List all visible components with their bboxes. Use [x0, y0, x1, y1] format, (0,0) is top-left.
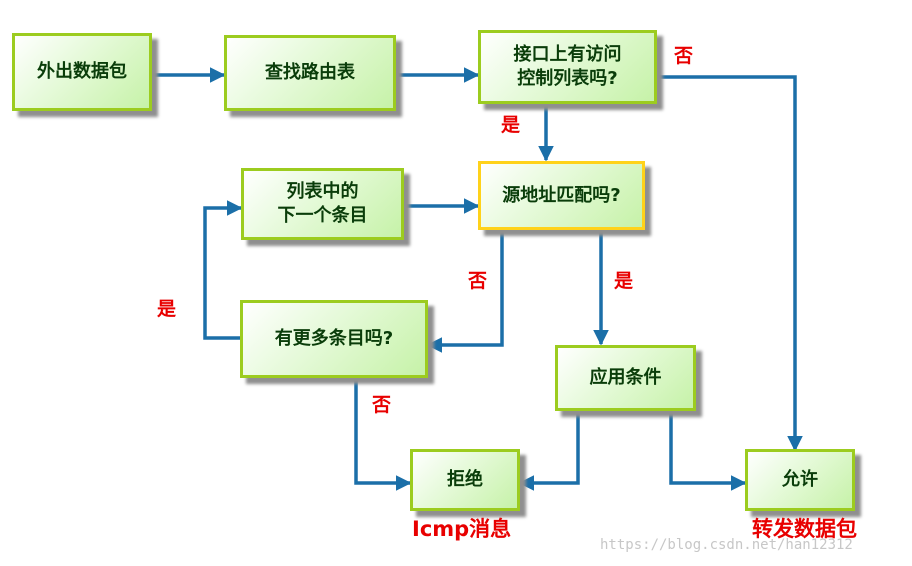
node-permit: 允许 [745, 449, 855, 511]
label-forward-packet: 转发数据包 [752, 517, 857, 541]
label-acl-yes: 是 [501, 114, 521, 136]
label-icmp-message: Icmp消息 [412, 517, 512, 541]
arrow-more-no-to-deny [354, 378, 412, 491]
node-src-match: 源地址匹配吗? [478, 161, 645, 230]
watermark: https://blog.csdn.net/han12312 [600, 537, 853, 553]
node-acl-check: 接口上有访问 控制列表吗? [478, 30, 657, 104]
node-next-entry: 列表中的 下一个条目 [241, 168, 404, 240]
node-more-entries: 有更多条目吗? [240, 300, 428, 378]
arrow-src-no-to-more [426, 230, 504, 353]
node-lookup-route: 查找路由表 [224, 35, 396, 111]
arrow-more-yes-to-next [203, 200, 243, 340]
node-outgoing-packet: 外出数据包 [12, 33, 152, 111]
label-more-no: 否 [372, 394, 392, 416]
node-apply-condition: 应用条件 [555, 345, 696, 411]
arrow-acl-no-to-permit [657, 75, 803, 452]
label-acl-no: 否 [674, 45, 694, 67]
label-src-no: 否 [468, 270, 488, 292]
arrow-apply-to-permit [669, 410, 747, 491]
arrow-apply-to-deny [518, 410, 580, 491]
label-src-yes: 是 [614, 270, 634, 292]
node-deny: 拒绝 [410, 449, 520, 511]
label-more-yes: 是 [157, 298, 177, 320]
